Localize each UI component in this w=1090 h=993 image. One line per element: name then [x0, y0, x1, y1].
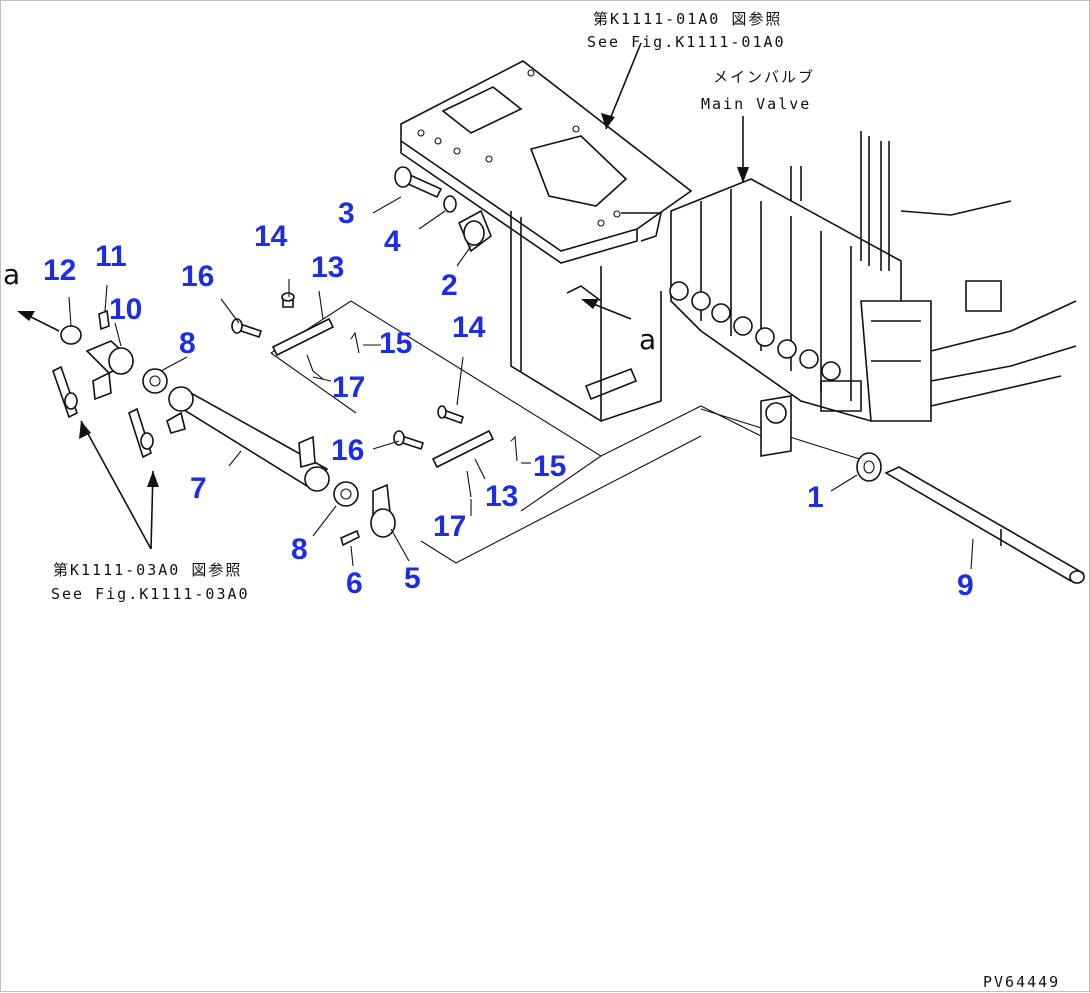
main-valve-label-en: Main Valve: [701, 95, 811, 113]
support-frame: [510, 211, 662, 423]
bolt-3: [394, 166, 443, 199]
tube-7: [166, 386, 330, 492]
callout-16-upper: 16: [181, 260, 214, 293]
bracket-10: [85, 340, 135, 401]
leader-lines: [68, 196, 974, 570]
bearing-2: [457, 209, 492, 253]
callout-13-upper: 13: [311, 251, 344, 284]
floor-plate: [400, 60, 693, 264]
cable-ends: [52, 365, 154, 459]
washer-4: [443, 195, 457, 213]
callout-8-lower: 8: [291, 533, 308, 566]
pin-14-lower: [437, 405, 465, 425]
lever-5: [370, 483, 396, 538]
bushing-8-lower: [333, 481, 359, 507]
bushing-1: [856, 452, 882, 482]
view-marker-a-left: a: [3, 258, 20, 291]
rod-9: [884, 466, 1085, 584]
pin-6: [340, 529, 360, 547]
callout-17-lower: 17: [433, 510, 466, 543]
bushing-8-upper: [142, 368, 168, 394]
nut-12: [60, 325, 82, 345]
callout-7: 7: [190, 472, 207, 505]
main-valve: [669, 131, 1077, 422]
callout-5: 5: [404, 562, 421, 595]
bottom-reference-jp: 第K1111-03A0 図参照: [53, 561, 242, 579]
view-marker-a-right: a: [639, 323, 656, 356]
cotter-pins: [306, 331, 518, 498]
callout-14-upper: 14: [254, 220, 288, 253]
callout-16-lower: 16: [331, 434, 364, 467]
callout-13-lower: 13: [485, 480, 518, 513]
callout-15-lower: 15: [533, 450, 566, 483]
callout-3: 3: [338, 197, 355, 230]
callout-15-upper: 15: [379, 327, 412, 360]
callout-1: 1: [807, 481, 824, 514]
callout-17-upper: 17: [332, 371, 365, 404]
callout-2: 2: [441, 269, 458, 302]
top-reference-en: See Fig.K1111-01A0: [587, 33, 786, 51]
top-reference-jp: 第K1111-01A0 図参照: [593, 10, 782, 28]
pin-16-lower: [393, 430, 425, 451]
callout-14-lower: 14: [452, 311, 486, 344]
callout-4: 4: [384, 225, 401, 258]
rod-13-upper: [271, 317, 335, 357]
callout-10: 10: [109, 293, 142, 326]
main-valve-label-jp: メインバルブ: [713, 68, 815, 86]
reference-arrows: [17, 42, 749, 550]
pin-14-upper: [281, 292, 295, 308]
figure-id: PV64449: [983, 973, 1060, 991]
pin-16-upper: [231, 318, 263, 339]
callout-6: 6: [346, 567, 363, 600]
callout-11: 11: [95, 240, 127, 273]
clip-11: [98, 309, 110, 331]
callout-9: 9: [957, 569, 974, 602]
callout-8-upper: 8: [179, 327, 196, 360]
callout-12: 12: [43, 254, 76, 287]
rod-13-lower: [431, 429, 495, 469]
bracket: [760, 395, 792, 457]
bottom-reference-en: See Fig.K1111-03A0: [51, 585, 250, 603]
